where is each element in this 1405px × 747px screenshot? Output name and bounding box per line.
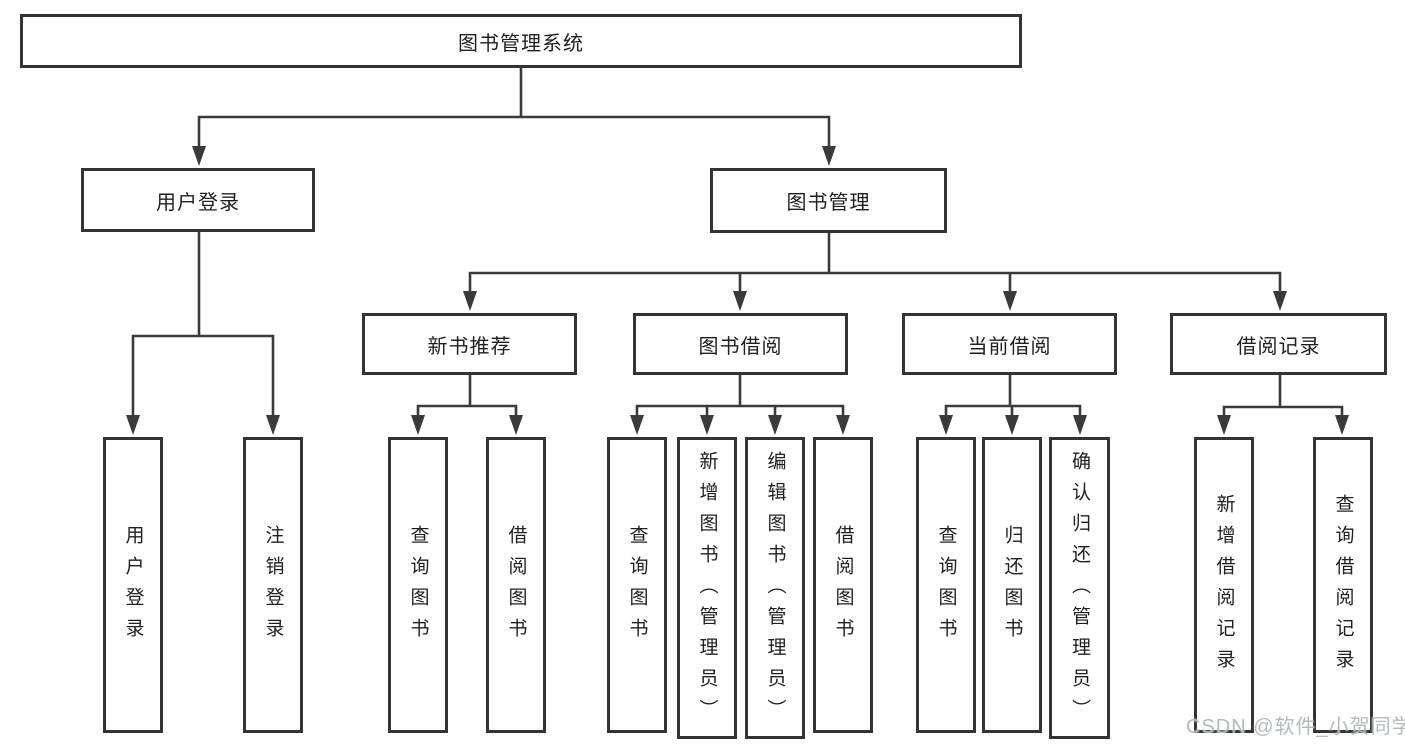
node-borrow-records: 借阅记录: [1170, 313, 1387, 375]
csdn-watermark: CSDN @软件_小贺同学: [1186, 716, 1405, 738]
leaf-query-books-recommend: 查询图书: [388, 437, 448, 733]
leaf-user-login: 用户登录: [103, 437, 163, 733]
connector-segments: [131, 68, 1344, 415]
node-book-management: 图书管理: [710, 168, 947, 233]
node-user-login: 用户登录: [81, 168, 315, 232]
node-current-borrow: 当前借阅: [902, 313, 1117, 375]
leaf-borrow-books: 借阅图书: [813, 437, 873, 733]
node-book-borrow: 图书借阅: [633, 313, 848, 375]
leaf-confirm-return-admin: 确认归还（管理员）: [1049, 437, 1110, 739]
leaf-borrow-books-recommend: 借阅图书: [486, 437, 546, 733]
leaf-edit-book-admin: 编辑图书（管理员）: [745, 437, 805, 739]
leaf-logout: 注销登录: [243, 437, 303, 733]
leaf-add-borrow-record: 新增借阅记录: [1194, 437, 1254, 733]
leaf-query-books-borrow: 查询图书: [607, 437, 667, 733]
leaf-query-borrow-record: 查询借阅记录: [1313, 437, 1373, 733]
node-root-library-system: 图书管理系统: [20, 14, 1022, 68]
leaf-add-book-admin: 新增图书（管理员）: [677, 437, 737, 739]
leaf-return-book: 归还图书: [982, 437, 1042, 733]
node-new-book-recommend: 新书推荐: [362, 313, 577, 375]
leaf-query-books-current: 查询图书: [916, 437, 976, 733]
arrowhead-icons: [126, 146, 1349, 435]
